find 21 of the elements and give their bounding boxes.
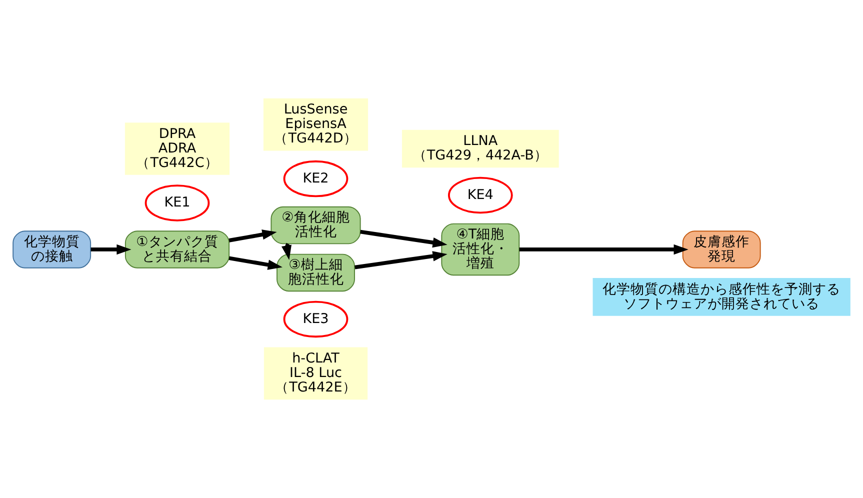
arrow [354, 251, 448, 270]
arrow [360, 230, 448, 248]
node-box: DPRA ADRA （TG442C） [124, 122, 230, 175]
node-box: ①タンパク質と共有結合 [124, 230, 230, 268]
node-box: LusSense EpisensA （TG442D） [263, 98, 368, 151]
node-box: ③樹上細胞活性化 [276, 254, 355, 292]
node-box: LLNA （TG429，442A-B） [402, 130, 559, 168]
node-box: 化学物質の接触 [12, 230, 92, 268]
node-box: h-CLAT IL-8 Luc （TG442E） [264, 347, 368, 400]
node-ellipse: KE4 [448, 176, 513, 214]
node-ellipse: KE2 [283, 160, 348, 198]
node-box: ④T細胞活性化・増殖 [441, 223, 520, 276]
node-box: 化学物質の構造から感作性を予測するソフトウェアが開発されている [592, 278, 850, 316]
arrow [228, 230, 277, 242]
arrow [519, 244, 688, 255]
node-box: ②角化細胞活性化 [270, 206, 361, 244]
arrow [90, 244, 132, 255]
arrow [228, 256, 282, 270]
node-ellipse: KE3 [283, 300, 348, 338]
node-box: 皮膚感作発現 [682, 230, 761, 268]
node-ellipse: KE1 [144, 184, 210, 222]
